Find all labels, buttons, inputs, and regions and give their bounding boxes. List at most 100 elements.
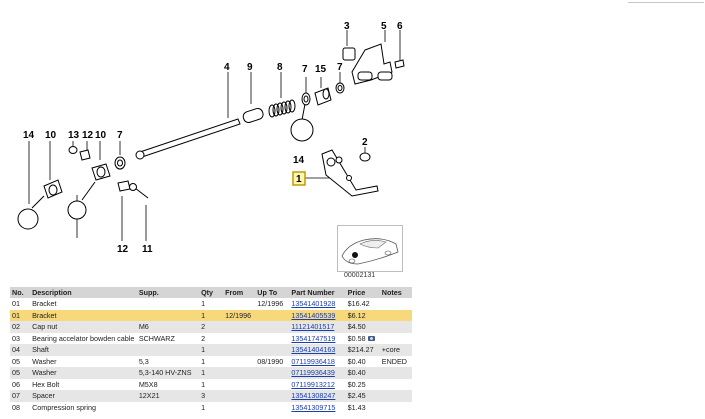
cell-description: Hex Bolt: [30, 378, 137, 390]
cell-qty: 1: [199, 367, 224, 379]
cell-notes: [379, 321, 412, 333]
cell-qty: 1: [199, 298, 224, 310]
cell-supp: 12X21: [136, 390, 200, 402]
part-number-link[interactable]: 07119913212: [291, 379, 335, 389]
cell-no: 05: [10, 367, 31, 379]
callout-12a: 12: [82, 130, 94, 141]
cell-notes: [379, 332, 412, 344]
cell-from: [223, 332, 256, 344]
table-row[interactable]: 03 Bearing accelator bowden cable SCHWAR…: [10, 332, 412, 344]
callout-7a: 7: [337, 62, 343, 73]
cell-notes: [379, 378, 412, 390]
parts-diagram: 1 2 3 4 5 6 7 7 7 8 9 10 11 12 12 13 14 …: [17, 21, 405, 255]
cell-supp: [136, 344, 200, 356]
cell-supp: [136, 309, 200, 321]
cell-no: 08: [10, 401, 31, 413]
cell-no: 06: [10, 378, 31, 390]
callout-6: 6: [397, 21, 403, 32]
cell-no: 01: [10, 298, 31, 310]
cell-supp: 5,3-140 HV-ZNS: [136, 367, 200, 379]
cell-supp: 5,3: [136, 355, 200, 367]
table-header-row: No. Description Supp. Qty From Up To Par…: [10, 287, 412, 298]
cell-up-to: [255, 367, 290, 379]
header-no: No.: [10, 287, 31, 298]
table-row[interactable]: 04 Shaft 1 13541404163 $214.27 +core: [10, 344, 412, 356]
callout-12b: 12: [117, 244, 129, 255]
cell-up-to: [255, 309, 290, 321]
cell-up-to: [255, 344, 290, 356]
cell-from: [223, 367, 256, 379]
part-number-link[interactable]: 13541405539: [291, 310, 336, 320]
cell-price: $0.25: [345, 378, 380, 390]
top-divider: [628, 2, 704, 3]
cell-up-to: [255, 390, 290, 402]
cell-up-to: [255, 378, 290, 390]
part-number-link[interactable]: 13541401928: [291, 299, 336, 309]
header-from: From: [223, 287, 256, 298]
cell-qty: 2: [199, 332, 224, 344]
header-qty: Qty: [199, 287, 224, 298]
cell-price: $2.45: [345, 390, 380, 402]
cell-notes: [379, 309, 412, 321]
cell-supp: [136, 401, 200, 413]
cell-notes: [379, 298, 412, 310]
cell-supp: SCHWARZ: [136, 332, 200, 344]
cell-notes: [379, 390, 412, 402]
car-silhouette-icon: [341, 238, 399, 265]
cell-description: Bearing accelator bowden cable: [30, 332, 137, 344]
table-row[interactable]: 08 Compression spring 1 13541309715 $1.4…: [10, 401, 412, 413]
cell-up-to: [255, 401, 290, 413]
header-price: Price: [345, 287, 380, 298]
callout-14a: 14: [23, 130, 35, 141]
callout-1: 1: [296, 174, 302, 185]
header-description: Description: [30, 287, 137, 298]
callout-15: 15: [315, 64, 327, 75]
cell-description: Cap nut: [30, 321, 137, 333]
parts-table: No. Description Supp. Qty From Up To Par…: [10, 287, 412, 413]
part-number-link[interactable]: 13541404163: [291, 345, 336, 355]
cell-from: [223, 321, 256, 333]
part-number-link[interactable]: 13541308247: [291, 391, 336, 401]
cell-notes: [379, 401, 412, 413]
cell-description: Shaft: [30, 344, 137, 356]
cell-price: $16.42: [345, 298, 380, 310]
cell-price: $0.40: [345, 355, 380, 367]
cell-qty: 1: [199, 378, 224, 390]
car-thumbnail-code: 00002131: [344, 272, 376, 279]
part-number-link[interactable]: 11121401517: [291, 322, 335, 332]
callout-7c: 7: [117, 130, 123, 141]
callout-7b: 7: [302, 64, 308, 75]
part-number-link[interactable]: 13541309715: [291, 402, 336, 412]
part-number-link[interactable]: 07119936418: [291, 356, 335, 366]
cell-supp: M6: [136, 321, 200, 333]
cell-price: $214.27: [345, 344, 380, 356]
table-row[interactable]: 02 Cap nut M6 2 11121401517 $4.50: [10, 321, 412, 333]
part-number-link[interactable]: 13541747519: [291, 333, 336, 343]
cell-no: 07: [10, 390, 31, 402]
cell-price: $1.43: [345, 401, 380, 413]
cell-description: Compression spring: [30, 401, 137, 413]
car-thumbnail[interactable]: [337, 225, 403, 272]
cell-from: 12/1996: [223, 309, 256, 321]
callout-labels: 1 2 3 4 5 6 7 7 7 8 9 10 11 12 12 13 14 …: [23, 21, 403, 255]
cell-notes: [379, 367, 412, 379]
cell-qty: 2: [199, 321, 224, 333]
table-row[interactable]: 06 Hex Bolt M5X8 1 07119913212 $0.25: [10, 378, 412, 390]
cell-qty: 1: [199, 401, 224, 413]
camera-icon[interactable]: [367, 336, 375, 342]
cell-qty: 3: [199, 390, 224, 402]
table-row[interactable]: 05 Washer 5,3-140 HV-ZNS 1 07119936439 $…: [10, 367, 412, 379]
cell-price: $0.58: [347, 333, 366, 343]
cell-from: [223, 390, 256, 402]
table-row[interactable]: 05 Washer 5,3 1 08/1990 07119936418 $0.4…: [10, 355, 412, 367]
callout-13: 13: [68, 130, 80, 141]
callout-10: 10: [45, 130, 57, 141]
cell-no: 01: [10, 309, 31, 321]
cell-no: 04: [10, 344, 31, 356]
part-number-link[interactable]: 07119936439: [291, 368, 335, 378]
table-row[interactable]: 01 Bracket 1 12/1996 13541401928 $16.42: [10, 298, 412, 310]
table-row-selected[interactable]: 01 Bracket 1 12/1996 13541405539 $6.12: [10, 309, 412, 321]
cell-description: Washer: [30, 367, 137, 379]
table-row[interactable]: 07 Spacer 12X21 3 13541308247 $2.45: [10, 390, 412, 402]
header-part-number: Part Number: [289, 287, 346, 298]
